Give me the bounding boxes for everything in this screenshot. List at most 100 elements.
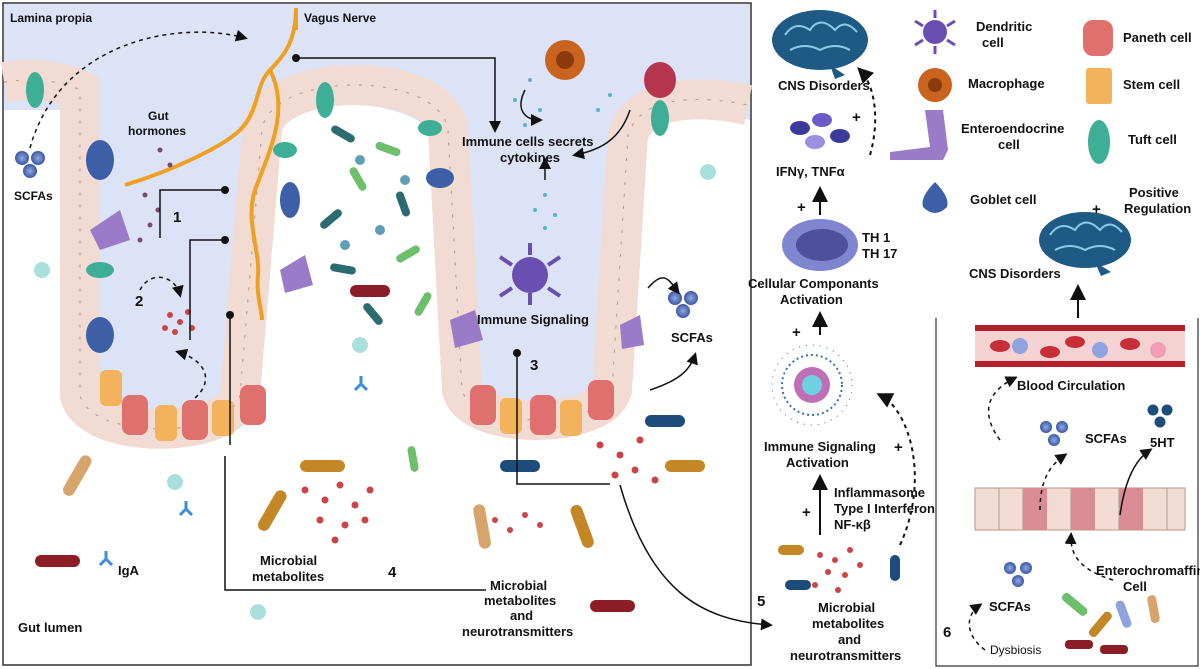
macrophage-top [545,40,585,80]
immune-secrets-label-1: Immune cells secrets [462,134,594,149]
pathway-type-i-interferon: Type I Interferon [834,501,935,516]
scfas-right-dots [668,291,698,318]
connector-node-1 [221,186,229,194]
step-number-4: 4 [388,564,397,581]
middle-microbial-label-1: Microbial [818,600,875,615]
connector-node-2 [221,236,229,244]
intestinal-epithelium-strip [974,487,1186,531]
lumen-bacteria-center [320,125,432,325]
th-cell [782,219,858,271]
connector-node-3 [226,311,234,319]
middle-panel-arrows [812,67,916,546]
5ht-dots [1147,404,1173,428]
enterochromaffin-label-1: Enterochromaffin [1096,563,1200,578]
gut-hormones-label-2: hormones [128,124,186,138]
cns-disorders-top-label: CNS Disorders [778,78,870,93]
goblet-cells [86,140,454,353]
plus-cns: + [852,109,861,126]
cytokine-dots [513,78,612,230]
immune-signaling-complex-icon [771,344,853,426]
blood-circulation-label: Blood Circulation [1017,378,1125,393]
legend-stem-icon [1086,68,1112,104]
gut-lumen-label: Gut lumen [18,620,82,635]
legend-enteroendocrine-label-2: cell [998,137,1020,152]
immune-secrets-label-2: cytokines [500,150,560,165]
left-panel-connectors [29,29,773,631]
scfas-left-label: SCFAs [14,189,53,203]
cellular-components-label-1: Cellular Componants [748,276,879,291]
scfas-bottom-label: SCFAs [989,599,1031,614]
plus-pathways: + [802,504,811,521]
vagus-nerve-label: Vagus Nerve [304,11,376,25]
dysbiosis-label: Dysbiosis [990,643,1041,657]
scfas-bottom-dots [1004,562,1032,587]
scfas-top-dots [1040,421,1068,446]
lumen-bubbles [34,164,716,620]
connector-node-5 [513,349,521,357]
immune-signaling-label: Immune Signaling [477,312,589,327]
legend-dendritic-icon [914,10,956,54]
lumen-bacteria-bottom [35,285,705,612]
dendritic-cell-center [498,243,562,305]
immune-activation-label-2: Activation [786,455,849,470]
metabolite-cluster-bottom [301,436,659,544]
right-panel-arrows [968,376,1153,651]
epithelial-cell-borders [3,79,749,430]
paneth-like-cell-top [644,62,676,98]
tuft-cells [26,72,669,278]
microbial-metabolites-label-2: metabolites [252,569,324,584]
pathway-inflammasome: Inflammasome [834,485,925,500]
enteroendocrine-cells [90,210,644,349]
paneth-cells-right [470,380,614,435]
microbial-neuro-label-4: neurotransmitters [462,624,573,639]
connector-node-4 [292,54,300,62]
middle-microbial-label-3: and [838,632,861,647]
scfas-right-label: SCFAs [671,330,713,345]
scfas-left-dots [15,151,45,178]
iga-antibodies [98,376,369,567]
middle-metabolite-cluster [778,545,900,593]
legend-tuft-icon [1088,120,1110,164]
middle-microbial-label-2: metabolites [812,616,884,631]
cns-disorders-right-label: CNS Disorders [969,266,1061,281]
legend-paneth-label: Paneth cell [1123,30,1192,45]
legend-paneth-icon [1083,20,1113,56]
legend-macrophage-label: Macrophage [968,76,1045,91]
brain-icon-top [772,10,868,79]
plus-cytokines: + [797,199,806,216]
legend-dendritic-label-2: cell [982,35,1004,50]
legend-enteroendocrine-icon [890,110,948,160]
legend-goblet-label: Goblet cell [970,192,1036,207]
th17-label: TH 17 [862,246,897,261]
legend-enteroendocrine-label-1: Enteroendocrine [961,121,1064,136]
legend-plus-symbol: + [1092,201,1101,218]
brain-icon-right [1039,212,1131,276]
cytokines-label: IFNγ, TNFα [776,164,845,179]
gut-hormones-label-1: Gut [148,109,169,123]
stem-cells-left [100,370,234,441]
plus-cellular: + [792,324,801,341]
dysbiosis-bacteria [1061,592,1160,654]
microbial-metabolites-label-1: Microbial [260,553,317,568]
step-number-3: 3 [530,357,538,374]
iga-label: IgA [118,563,140,578]
right-panel-frame [935,318,1199,667]
plus-immune: + [894,439,903,456]
step-number-6: 6 [943,624,951,641]
step-number-2: 2 [135,293,143,310]
legend-positive-label-1: Positive [1129,185,1179,200]
microbial-neuro-label-1: Microbial [490,578,547,593]
immune-activation-label-1: Immune Signaling [764,439,876,454]
paneth-cells-left [122,385,266,440]
cellular-components-label-2: Activation [780,292,843,307]
pathway-nf-kb: NF-κβ [834,517,871,532]
legend-macrophage-icon [918,68,952,102]
enterochromaffin-label-2: Cell [1123,579,1147,594]
lamina-propria-label: Lamina propia [10,11,92,25]
blood-vessel [975,325,1185,367]
cytokine-particles [790,113,850,149]
step-number-1: 1 [173,209,181,226]
legend-stem-label: Stem cell [1123,77,1180,92]
legend-positive-label-2: Regulation [1124,201,1191,216]
